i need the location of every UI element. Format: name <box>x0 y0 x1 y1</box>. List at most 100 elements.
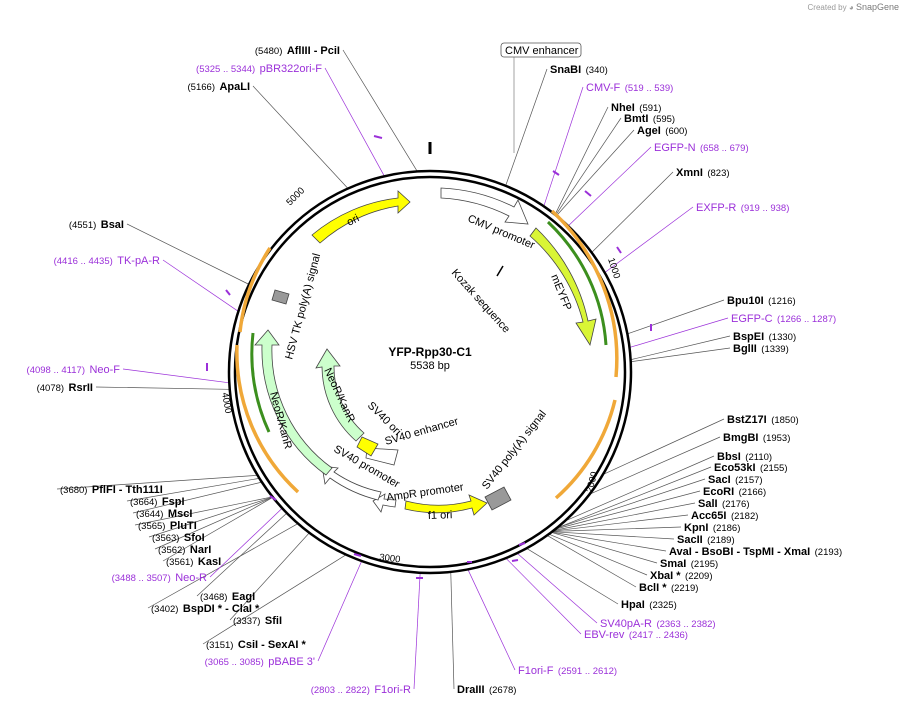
feature-label-ori: ori <box>345 212 361 228</box>
enzyme-name: CsiI - SexAI * <box>238 639 307 651</box>
primer-position: (519 .. 539) <box>625 83 674 94</box>
feature-label-hsv-tk-polya: HSV TK poly(A) signal <box>283 252 323 361</box>
tick-label-2000: 2000 <box>584 471 600 494</box>
enzyme-name: BglII <box>733 343 757 355</box>
enzyme-leader <box>126 478 259 502</box>
enzyme-name: AgeI <box>637 125 661 137</box>
primer-name: F1ori-F <box>518 665 554 677</box>
primer-leader <box>467 570 516 671</box>
primer-label-tk-pa-r: (4416 .. 4435) TK-pA-R <box>54 251 160 268</box>
enzyme-name: SacII <box>677 534 703 546</box>
primer-leader <box>209 508 282 578</box>
enzyme-name: Bpu10I <box>727 295 764 307</box>
enzyme-position: (2166) <box>739 487 766 498</box>
enzyme-position: (5166) <box>188 82 215 93</box>
primer-name: F1ori-R <box>374 684 411 696</box>
feature-hsv-tk-polya[interactable] <box>271 289 290 305</box>
primer-position: (658 .. 679) <box>700 143 749 154</box>
enzyme-name: HpaI <box>621 599 645 611</box>
orf-2000-orange <box>554 399 617 500</box>
enzyme-name: SfiI <box>265 615 282 627</box>
feature-ori[interactable] <box>311 190 411 244</box>
enzyme-leader <box>553 531 675 540</box>
enzyme-label-sali: SalI (2176) <box>698 494 750 511</box>
primer-position: (4098 .. 4117) <box>27 365 85 376</box>
enzyme-name: SnaBI <box>550 64 581 76</box>
enzyme-leader <box>567 455 715 521</box>
feature-sv40-ori[interactable] <box>356 436 379 457</box>
enzyme-leader <box>202 555 346 645</box>
enzyme-leader <box>631 347 731 362</box>
enzyme-position: (3561) <box>166 557 193 568</box>
enzyme-name: BstZ17I <box>727 414 767 426</box>
enzyme-leader <box>162 497 273 562</box>
primer-position: (2591 .. 2612) <box>558 666 617 677</box>
backbone-outer <box>227 169 633 575</box>
enzyme-position: (2195) <box>691 559 718 570</box>
enzyme-label-apali: (5166) ApaLI <box>188 77 250 94</box>
enzyme-name: MscI <box>168 508 192 520</box>
enzyme-leader <box>132 482 261 514</box>
enzyme-position: (2110) <box>745 452 772 463</box>
credit-brand: SnapGene <box>855 2 899 12</box>
enzyme-label-bmgbi: BmgBI (1953) <box>723 428 790 445</box>
enzyme-position: (2186) <box>713 523 740 534</box>
enzyme-name: Eco53kI <box>714 462 756 474</box>
feature-neor-outer[interactable] <box>254 329 333 476</box>
enzyme-position: (1339) <box>761 344 788 355</box>
enzyme-name: Acc65I <box>691 510 726 522</box>
enzyme-leader <box>631 335 731 360</box>
enzyme-position: (3337) <box>233 616 260 627</box>
plasmid-name: YFP-Rpp30-C1 <box>388 345 472 359</box>
enzyme-label-bsai: (4551) BsaI <box>69 215 124 232</box>
enzyme-position: (3565) <box>138 521 165 532</box>
enzyme-name: BspEI <box>733 331 764 343</box>
enzyme-leader <box>147 523 298 609</box>
feature-neor-inner[interactable] <box>315 348 365 442</box>
feature-kozak <box>496 265 504 277</box>
enzyme-label-fspi: (3664) FspI <box>130 492 185 509</box>
feature-cmv-promoter[interactable] <box>440 187 529 225</box>
primer-name: pBABE 3' <box>268 656 315 668</box>
feature-sv40-polya[interactable] <box>484 486 512 511</box>
primer-label-exfp-r: EXFP-R (919 .. 938) <box>696 198 789 215</box>
enzyme-label-agei: AgeI (600) <box>637 121 687 138</box>
primer-leader <box>122 368 229 384</box>
enzyme-leader <box>628 299 725 334</box>
primer-name: CMV-F <box>586 82 621 94</box>
feature-meyfp[interactable] <box>529 227 597 347</box>
enzyme-leader <box>549 534 648 576</box>
enzyme-leader <box>196 513 287 597</box>
enzyme-label-pluti: (3565) PluTI <box>138 516 197 533</box>
primer-name: EGFP-C <box>731 313 773 325</box>
enzyme-label-csii-sexai: (3151) CsiI - SexAI * <box>206 635 306 652</box>
feature-sv40-enhancer[interactable] <box>365 447 399 466</box>
enzyme-name: SalI <box>698 498 718 510</box>
enzyme-leader <box>505 68 548 185</box>
feature-arcs <box>254 187 597 516</box>
primer-name: EBV-rev <box>584 629 625 641</box>
feature-f1-ori[interactable] <box>404 494 488 516</box>
primer-leader <box>162 259 238 312</box>
enzyme-label-sfoi: (3563) SfoI <box>152 528 205 545</box>
enzyme-label-bcli: BclI * (2219) <box>639 578 698 595</box>
enzyme-position: (2219) <box>671 583 698 594</box>
enzyme-label-rsrii: (4078) RsrII <box>37 378 93 395</box>
primer-position: (3488 .. 3507) <box>112 573 171 584</box>
enzyme-leader <box>552 532 667 552</box>
enzyme-position: (2182) <box>731 511 758 522</box>
enzyme-name: BmtI <box>624 113 648 125</box>
enzyme-name: EagI <box>232 591 255 603</box>
primer-leader <box>317 561 362 662</box>
enzyme-position: (340) <box>586 65 608 76</box>
enzyme-leader <box>559 466 712 528</box>
enzyme-name: AvaI - BsoBI - TspMI - XmaI <box>669 546 810 558</box>
enzyme-leader <box>591 436 721 494</box>
primer-label-egfp-c: EGFP-C (1266 .. 1287) <box>731 309 836 326</box>
enzyme-position: (2209) <box>685 571 712 582</box>
enzyme-position: (1850) <box>771 415 798 426</box>
enzyme-label-nari: (3562) NarI <box>158 540 211 557</box>
enzyme-name: AflIII - PciI <box>287 45 340 57</box>
enzyme-leader <box>252 85 348 188</box>
